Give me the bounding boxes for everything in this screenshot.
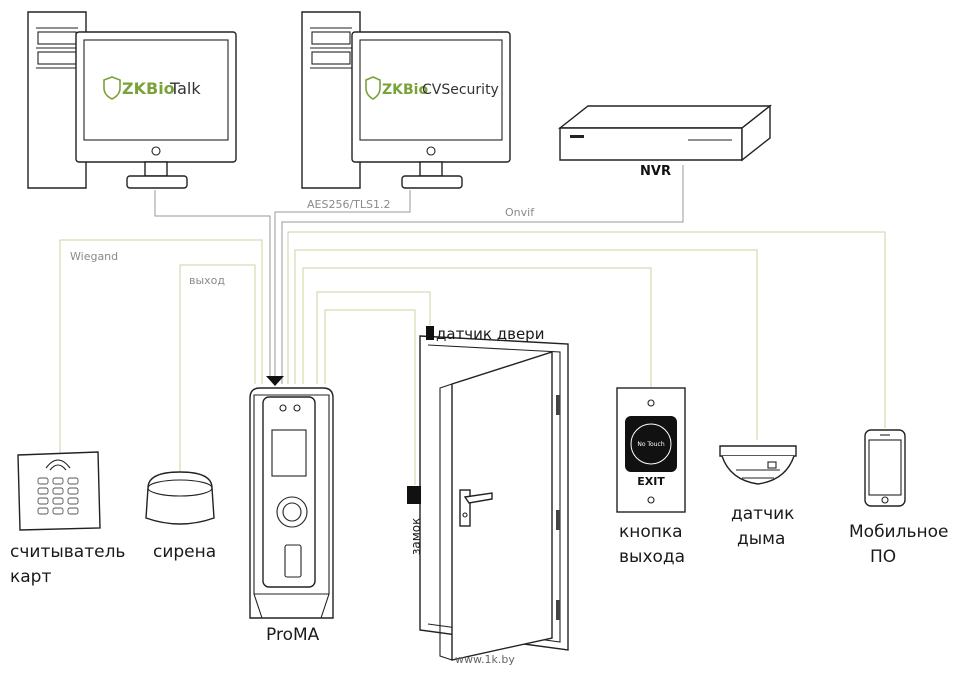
siren: сирена [145,471,216,562]
proma-terminal: ProMA [249,387,334,645]
lock-label: замок [409,518,423,555]
no-touch-label: No Touch [637,441,664,448]
pc-talk: ZKBio Talk [27,11,237,189]
label-onvif: Onvif [505,206,535,219]
link-talk-to-proma [154,190,271,378]
screen [271,429,307,477]
door: датчик двери замок [407,325,569,661]
smoke-detector: датчик дыма [719,445,797,549]
smoke-label-2: дыма [737,529,785,549]
card-reader-label-2: карт [10,567,51,587]
shield-icon [365,76,381,100]
face-camera [276,496,308,528]
talk-brand: ZKBio [122,79,175,98]
exit-button-label-1: кнопка [619,522,683,542]
mobile-phone: Мобильное ПО [849,429,948,567]
link-siren-to-proma [179,264,256,472]
exit-plate-label: EXIT [637,475,665,488]
proma-label: ProMA [266,625,320,645]
siren-label: сирена [153,542,216,562]
arrow-into-proma [266,376,284,386]
link-mobile-to-proma [287,231,886,428]
card-reader-label-1: считыватель [10,542,125,562]
mobile-label-1: Мобильное [849,522,948,542]
exit-button-label-2: выхода [619,547,685,567]
cv-brand: ZKBio [382,82,428,98]
link-exit-button-to-proma [302,267,652,388]
talk-name: Talk [169,79,201,98]
pc-tower [27,11,87,189]
lock [407,486,421,504]
nvr-label: NVR [640,164,671,179]
link-nvr-to-proma [281,165,684,384]
link-wiegand-to-proma [59,239,263,455]
pc-tower [301,11,361,189]
door-handle [459,489,471,527]
watermark: www.1k.by [455,653,515,666]
mobile-label-2: ПО [870,547,896,567]
door-sensor [426,326,434,340]
cv-name: CVSecurity [422,82,499,98]
fingerprint-sensor [284,544,302,578]
label-wiegand: Wiegand [70,250,118,263]
label-encryption: AES256/TLS1.2 [307,198,390,211]
link-cvsecurity-to-proma [274,190,411,378]
link-smoke-to-proma [294,249,758,440]
smoke-label-1: датчик [731,504,794,524]
door-sensor-label: датчик двери [436,325,544,343]
shield-icon [103,76,121,100]
link-lock-to-proma [324,309,416,485]
connection-lines [59,165,886,485]
no-touch-sensor [625,416,677,472]
nvr-device: NVR [557,104,773,179]
pc-cvsecurity: ZKBio CVSecurity [301,11,511,189]
card-reader: считыватель карт [10,451,125,587]
exit-button-device: No Touch EXIT кнопка выхода [616,387,686,567]
label-output: выход [189,274,225,287]
link-door-sensor-to-proma [316,291,431,384]
